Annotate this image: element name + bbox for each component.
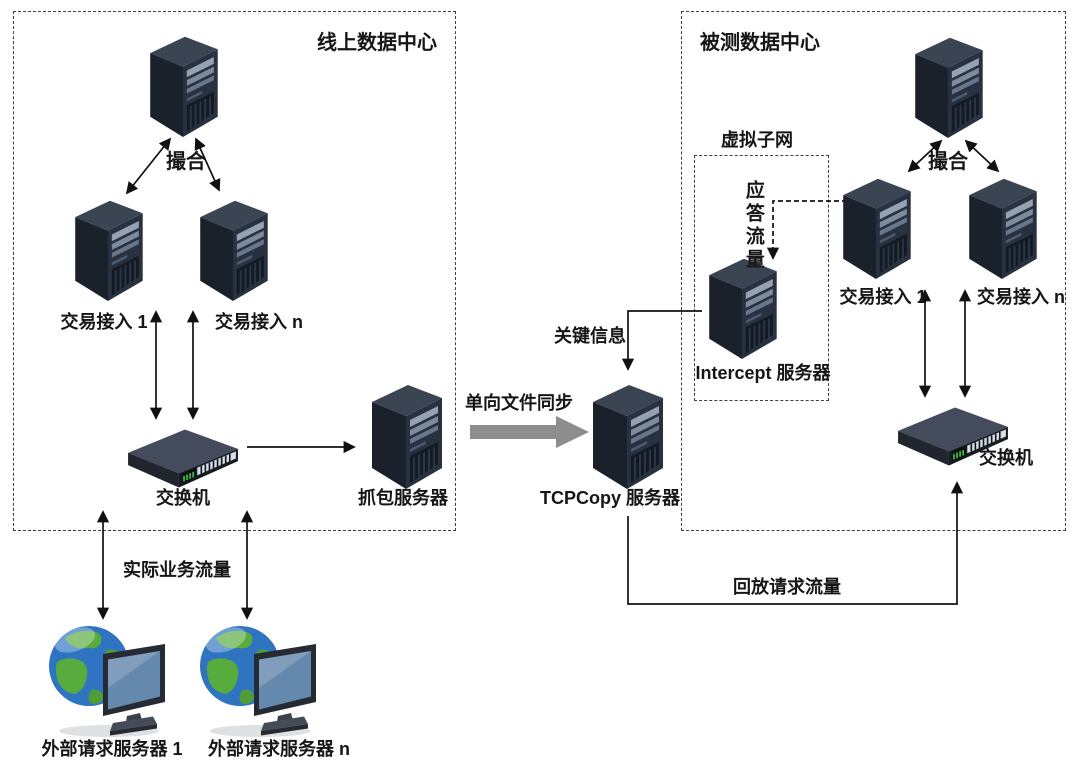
- online-dc-box: [13, 11, 456, 531]
- switch-label-left: 交换机: [156, 488, 210, 508]
- trade-access1-label-left: 交易接入 1: [60, 312, 148, 332]
- trade-access1-label-right: 交易接入 1: [839, 287, 927, 307]
- server-icon-access1-right: [835, 172, 917, 280]
- server-icon-tcpcopy: [585, 378, 669, 490]
- globe-monitor-icon-2: [196, 616, 328, 738]
- external-server1-label: 外部请求服务器 1: [41, 739, 183, 759]
- matching-label-left: 撮合: [166, 151, 206, 173]
- trade-accessn-label-right: 交易接入 n: [977, 287, 1065, 307]
- virtual-subnet-box: [694, 155, 829, 401]
- response-traffic-label: 应答流量: [742, 180, 764, 272]
- switch-label-right: 交换机: [979, 448, 1033, 468]
- test-dc-title: 被测数据中心: [700, 32, 820, 54]
- server-icon-matching-left: [142, 30, 224, 138]
- tcpcopy-server-label: TCPCopy 服务器: [539, 488, 681, 508]
- intercept-server-label: Intercept 服务器: [695, 363, 831, 383]
- external-servern-label: 外部请求服务器 n: [208, 739, 350, 759]
- switch-icon-left: [124, 424, 242, 490]
- one-way-sync-label: 单向文件同步: [465, 393, 573, 413]
- capture-server-label: 抓包服务器: [358, 488, 448, 508]
- key-info-label: 关键信息: [554, 326, 626, 346]
- globe-monitor-icon-1: [45, 616, 177, 738]
- trade-accessn-label-left: 交易接入 n: [215, 312, 303, 332]
- online-dc-title: 线上数据中心: [317, 32, 437, 54]
- actual-traffic-label: 实际业务流量: [123, 560, 231, 580]
- replay-traffic-label: 回放请求流量: [733, 577, 841, 597]
- virtual-subnet-label: 虚拟子网: [721, 130, 793, 150]
- sync-thick-arrow: [470, 416, 589, 448]
- server-icon-capture: [364, 378, 448, 490]
- matching-label-right: 撮合: [928, 151, 968, 173]
- server-icon-accessn-right: [961, 172, 1043, 280]
- server-icon-accessn-left: [192, 194, 274, 302]
- server-icon-matching-right: [907, 31, 989, 139]
- server-icon-access1-left: [67, 194, 149, 302]
